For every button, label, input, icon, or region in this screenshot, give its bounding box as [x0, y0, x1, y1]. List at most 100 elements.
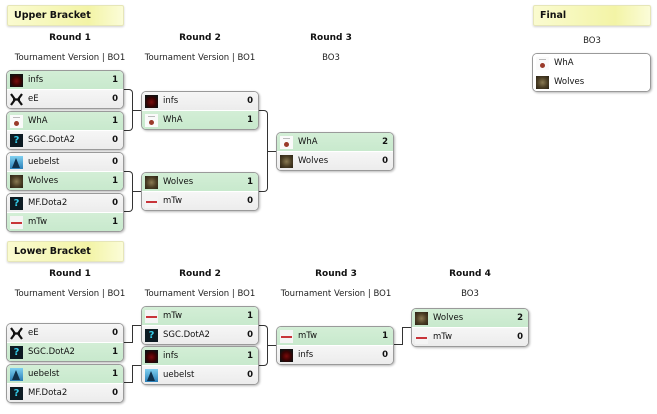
infs-logo-icon: [280, 348, 293, 362]
mtw-logo-icon: [145, 194, 158, 208]
team-row[interactable]: WhA 1: [142, 110, 258, 129]
team-score: 1: [112, 217, 118, 227]
mtw-logo-icon: [415, 330, 428, 344]
team-score: 1: [382, 331, 388, 341]
team-score: 1: [112, 116, 118, 126]
connector: [132, 110, 141, 111]
team-score: 1: [247, 311, 253, 321]
team-score: 0: [112, 328, 118, 338]
lower-round-3-format: Tournament Version | BO1: [280, 289, 392, 299]
ee-logo-icon: [10, 326, 23, 340]
team-score: 1: [247, 115, 253, 125]
team-name: Wolves: [554, 77, 585, 87]
connector: [132, 365, 141, 366]
team-name: uebelst: [28, 157, 60, 167]
wha-logo-icon: [536, 56, 549, 70]
team-row[interactable]: infs 0: [142, 92, 258, 110]
team-row[interactable]: mTw 1: [7, 212, 123, 231]
infs-logo-icon: [145, 349, 158, 363]
team-name: uebelst: [163, 370, 195, 380]
team-name: WhA: [554, 58, 574, 68]
team-name: eE: [28, 328, 39, 338]
team-name: WhA: [298, 137, 318, 147]
connector: [132, 191, 141, 192]
team-score: 1: [112, 369, 118, 379]
team-row[interactable]: mTw 1: [142, 307, 258, 325]
upper-round-1-format: Tournament Version | BO1: [14, 53, 126, 63]
team-name: mTw: [28, 217, 48, 227]
team-score: 0: [247, 330, 253, 340]
team-name: infs: [163, 96, 179, 106]
team-row[interactable]: uebelst 1: [7, 365, 123, 383]
mtw-logo-icon: [145, 309, 158, 323]
team-name: WhA: [28, 116, 48, 126]
upper-round-3-format: BO3: [322, 53, 340, 63]
ee-logo-icon: [10, 92, 23, 106]
team-row[interactable]: WhA: [533, 54, 650, 72]
team-score: 0: [112, 94, 118, 104]
team-name: uebelst: [28, 369, 60, 379]
team-name: Wolves: [163, 177, 194, 187]
team-name: mTw: [433, 332, 453, 342]
team-score: 1: [247, 351, 253, 361]
team-name: mTw: [163, 311, 183, 321]
team-score: 0: [112, 135, 118, 145]
lower-bracket-title: Lower Bracket: [7, 241, 124, 262]
team-score: 2: [517, 313, 523, 323]
team-row[interactable]: Wolves 2: [412, 309, 528, 327]
wolves-logo-icon: [10, 174, 23, 188]
team-row[interactable]: WhA 1: [7, 112, 123, 130]
final-format: BO3: [583, 36, 601, 46]
team-name: SGC.DotA2: [28, 347, 75, 357]
team-row[interactable]: eE 0: [7, 324, 123, 342]
team-row[interactable]: Wolves: [533, 72, 650, 91]
sgc-logo-icon: ?: [145, 328, 158, 342]
sgc-logo-icon: ?: [10, 133, 23, 147]
wha-logo-icon: [10, 114, 23, 128]
connector: [402, 327, 411, 328]
team-score: 0: [247, 196, 253, 206]
lower-round-2-format: Tournament Version | BO1: [144, 289, 256, 299]
connector: [402, 327, 403, 345]
team-name: Wolves: [433, 313, 464, 323]
mf-logo-icon: ?: [10, 196, 23, 210]
infs-logo-icon: [10, 73, 23, 87]
connector: [267, 345, 276, 346]
team-score: 0: [247, 96, 253, 106]
lower-round-1-format: Tournament Version | BO1: [14, 289, 126, 299]
lower-round-4-title: Round 4: [449, 269, 491, 279]
team-name: WhA: [163, 115, 183, 125]
final-match-box[interactable]: WhA Wolves: [532, 53, 651, 92]
